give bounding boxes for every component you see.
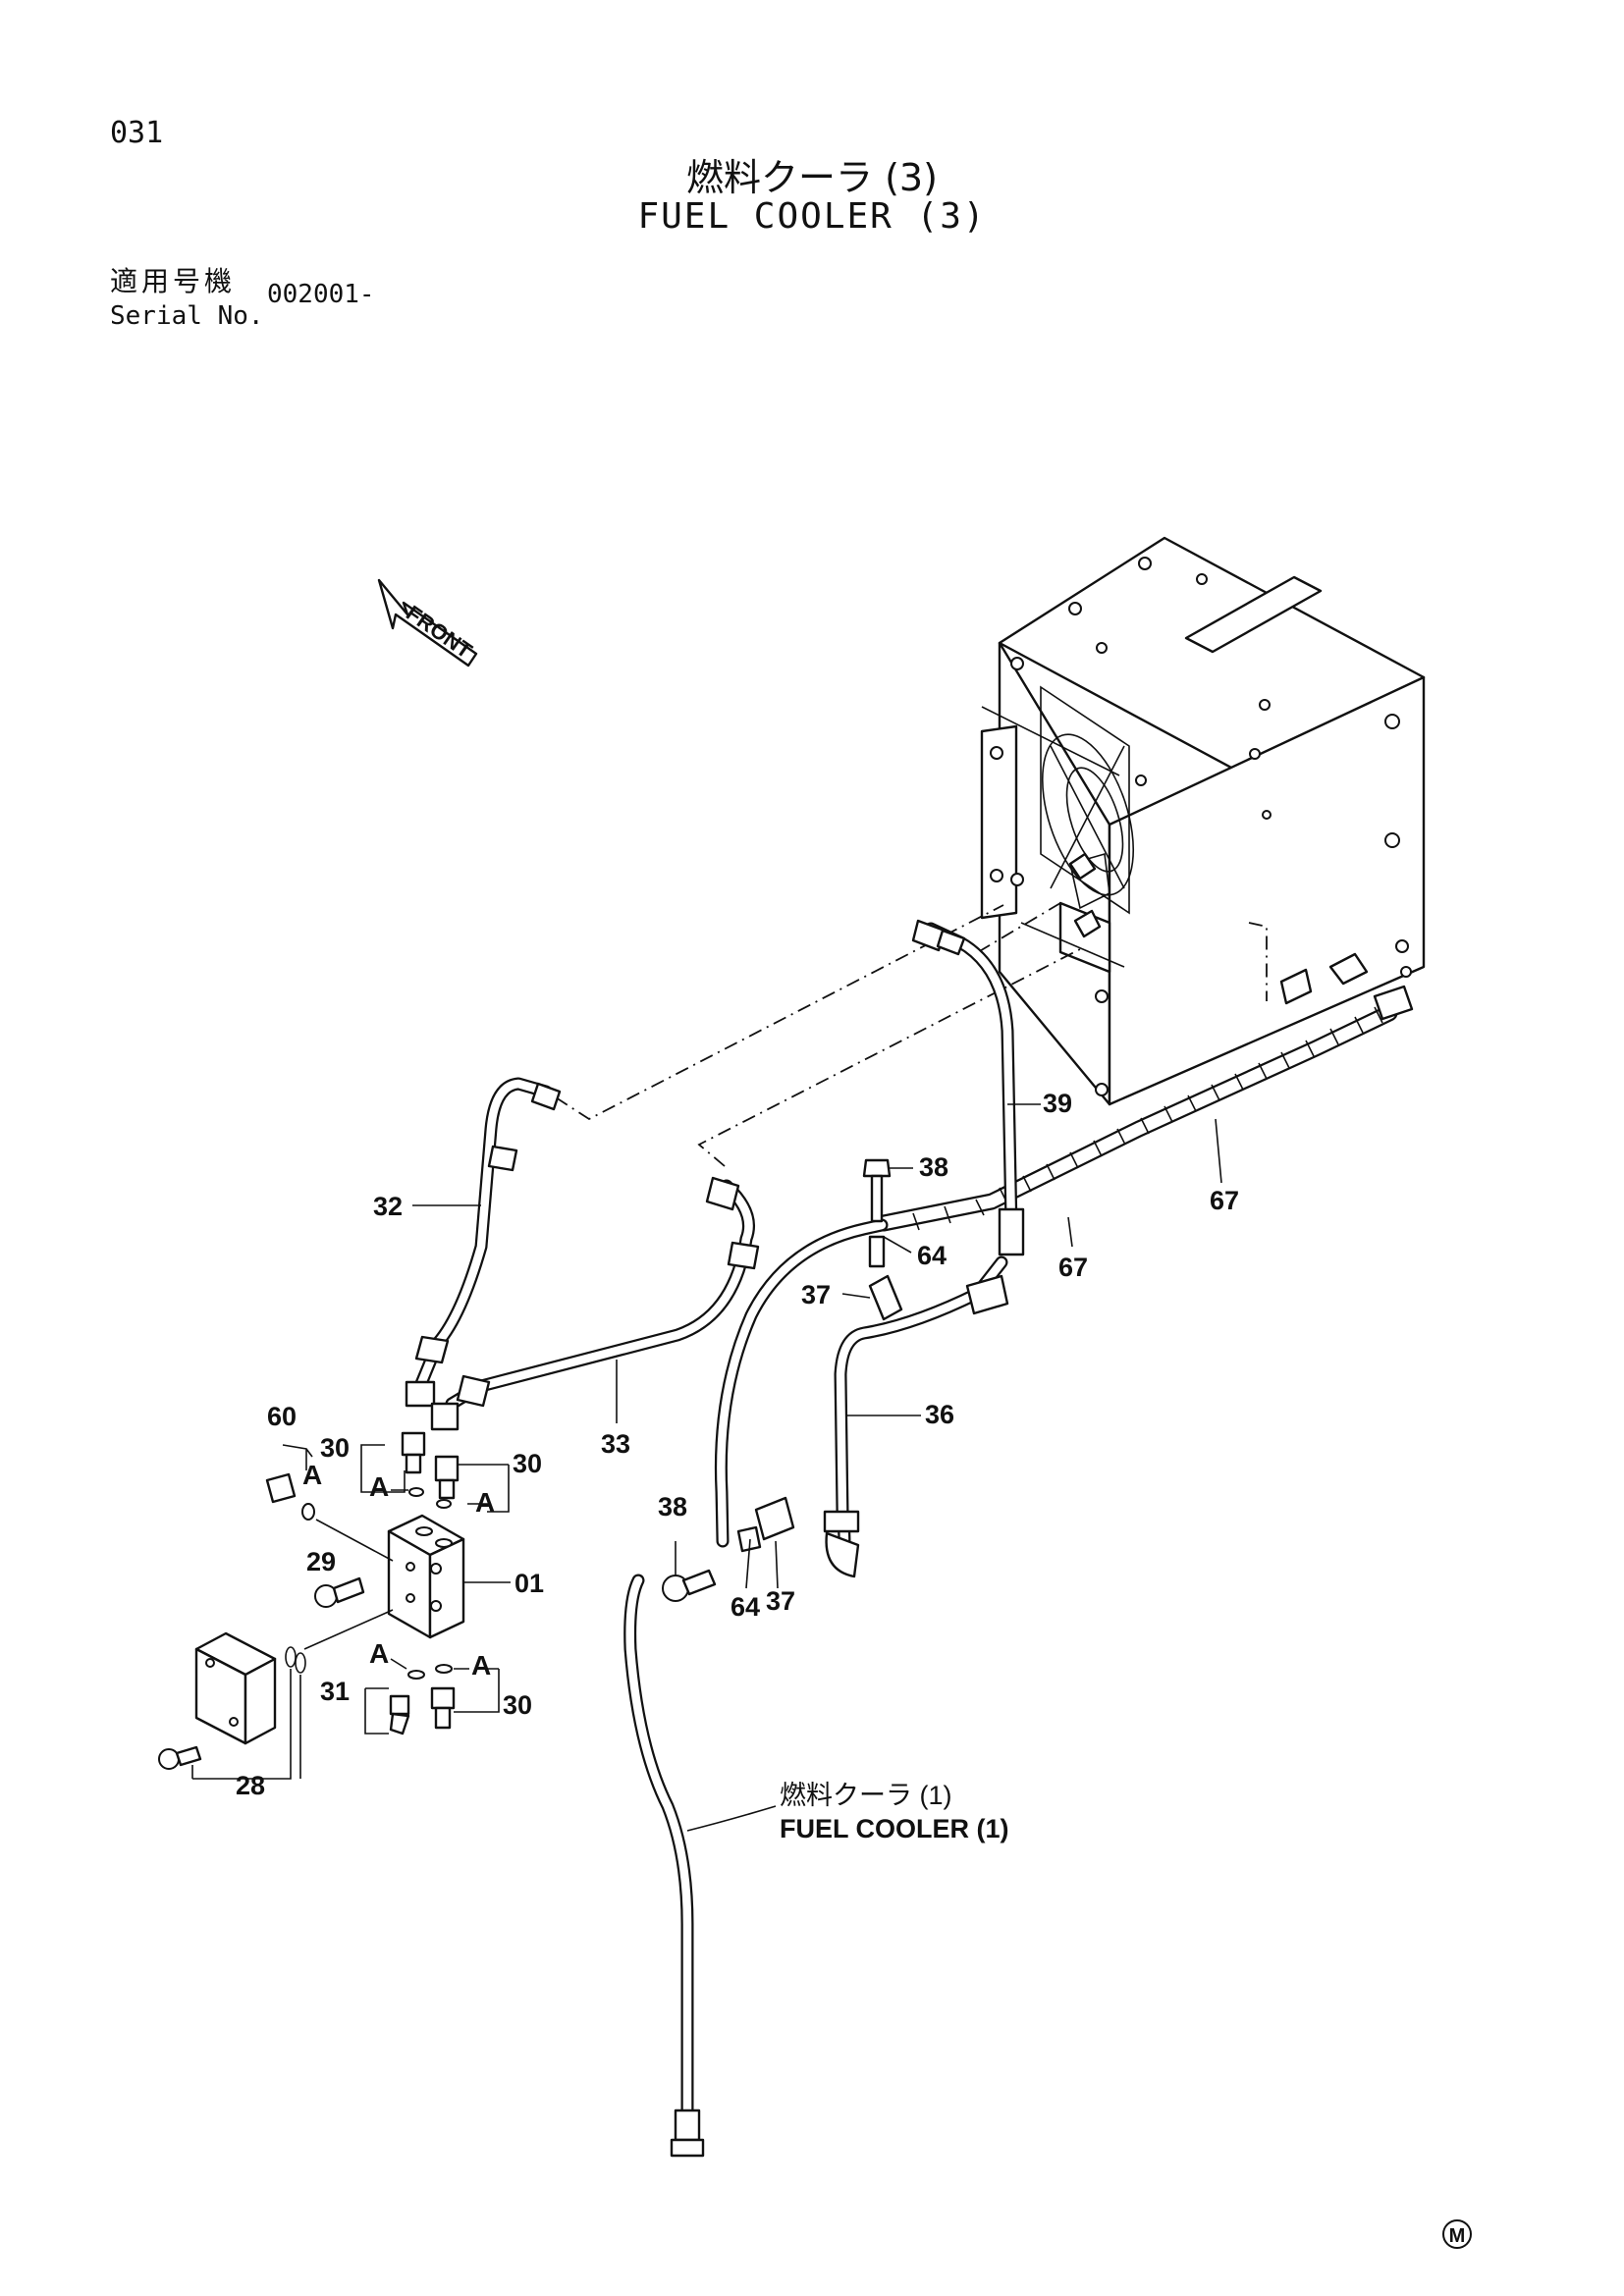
callout-30-upper-right: 30 <box>513 1449 542 1478</box>
callout-38-upper: 38 <box>919 1152 948 1182</box>
callout-67-middle: 67 <box>1058 1253 1088 1282</box>
detail-mark-a-lower-right: A <box>471 1650 491 1681</box>
callout-37-lower: 37 <box>766 1586 795 1616</box>
fitting-30-upper-left <box>401 1431 426 1474</box>
serial-label-japanese: 適用号機 <box>110 265 237 297</box>
bolt-38-lower <box>662 1569 717 1602</box>
callout-01: 01 <box>514 1569 544 1598</box>
fitting-30-lower <box>430 1686 456 1730</box>
leader-oring-to-manifold <box>303 1609 394 1650</box>
leader-60 <box>282 1444 313 1470</box>
leader-plug-60 <box>315 1519 394 1562</box>
fitting-31 <box>389 1694 410 1735</box>
manifold-block-01 <box>387 1514 465 1639</box>
leader-dash-right <box>977 902 1061 953</box>
page-title-japanese: 燃料クーラ (3) <box>686 156 938 199</box>
leader-reference <box>686 1805 777 1832</box>
leader-plate-28 <box>191 1669 301 1780</box>
leader-37a <box>841 1293 871 1299</box>
callout-31: 31 <box>320 1677 350 1706</box>
page-number: 031 <box>110 116 164 150</box>
leader-30b <box>458 1464 510 1513</box>
detail-mark-a-upper-right: A <box>475 1487 495 1518</box>
hose-67 <box>875 985 1414 1232</box>
leader-67a <box>1215 1118 1222 1184</box>
footer-mark-letter: M <box>1449 2225 1466 2247</box>
bolt-38-upper <box>862 1158 892 1223</box>
leader-64a <box>883 1236 912 1254</box>
front-arrow-icon: FRONT <box>377 578 478 667</box>
callout-60: 60 <box>267 1402 297 1431</box>
cooler-housing <box>980 536 1426 1106</box>
pipe-39 <box>911 919 1025 1256</box>
plug-60 <box>265 1472 315 1521</box>
leader-64b <box>745 1538 751 1589</box>
o-ring-lower-left <box>407 1670 425 1680</box>
footer-circle-mark: M <box>1442 2219 1472 2249</box>
callout-28: 28 <box>236 1771 265 1800</box>
callout-39: 39 <box>1043 1089 1072 1118</box>
leader-37b <box>775 1540 779 1589</box>
front-arrow-label: FRONT <box>402 601 477 664</box>
hose-to-fuel-cooler-1 <box>623 1218 889 2158</box>
o-ring-lower-right <box>435 1664 453 1674</box>
leader-dash-lower <box>697 947 1083 1167</box>
detail-mark-a-upper-left: A <box>369 1471 389 1502</box>
callout-64-upper: 64 <box>917 1241 947 1270</box>
pipe-36 <box>823 1255 1009 1578</box>
leader-dash-upper <box>555 904 1004 1121</box>
reference-fuel-cooler-1-en: FUEL COOLER (1) <box>780 1814 1009 1843</box>
callout-38-lower: 38 <box>658 1492 687 1522</box>
callout-64-lower: 64 <box>731 1592 760 1622</box>
callout-30-upper-left: 30 <box>320 1433 350 1463</box>
fitting-30-upper-right <box>434 1455 460 1500</box>
leader-67b <box>1067 1216 1073 1248</box>
callout-33: 33 <box>601 1429 630 1459</box>
clamp-37-upper <box>868 1235 903 1321</box>
serial-number-value: 002001- <box>267 280 375 309</box>
page-title-english: FUEL COOLER (3) <box>637 196 987 237</box>
detail-mark-a-lower-left: A <box>369 1638 389 1669</box>
callout-67-right: 67 <box>1210 1186 1239 1215</box>
pipe-32 <box>405 1077 562 1408</box>
callout-32: 32 <box>373 1192 403 1221</box>
reference-fuel-cooler-1-jp: 燃料クーラ (1) <box>780 1781 952 1810</box>
callout-29: 29 <box>306 1547 336 1576</box>
cover-plate-28 <box>158 1631 306 1770</box>
leader-30a <box>360 1444 406 1493</box>
pipe-33 <box>430 1176 760 1431</box>
clamp-37-lower <box>736 1496 795 1553</box>
bolt-29 <box>314 1576 365 1608</box>
callout-37-upper: 37 <box>801 1280 831 1309</box>
leader-30c <box>454 1668 500 1713</box>
o-ring-upper-right <box>436 1499 452 1509</box>
o-ring-upper-left <box>408 1487 424 1497</box>
callout-36: 36 <box>925 1400 954 1429</box>
leader-31 <box>364 1687 389 1735</box>
serial-label-english: Serial No. <box>110 301 264 331</box>
leader-detail-a <box>390 1489 489 1670</box>
callout-30-lower: 30 <box>503 1690 532 1720</box>
detail-mark-a-plug: A <box>302 1460 322 1490</box>
